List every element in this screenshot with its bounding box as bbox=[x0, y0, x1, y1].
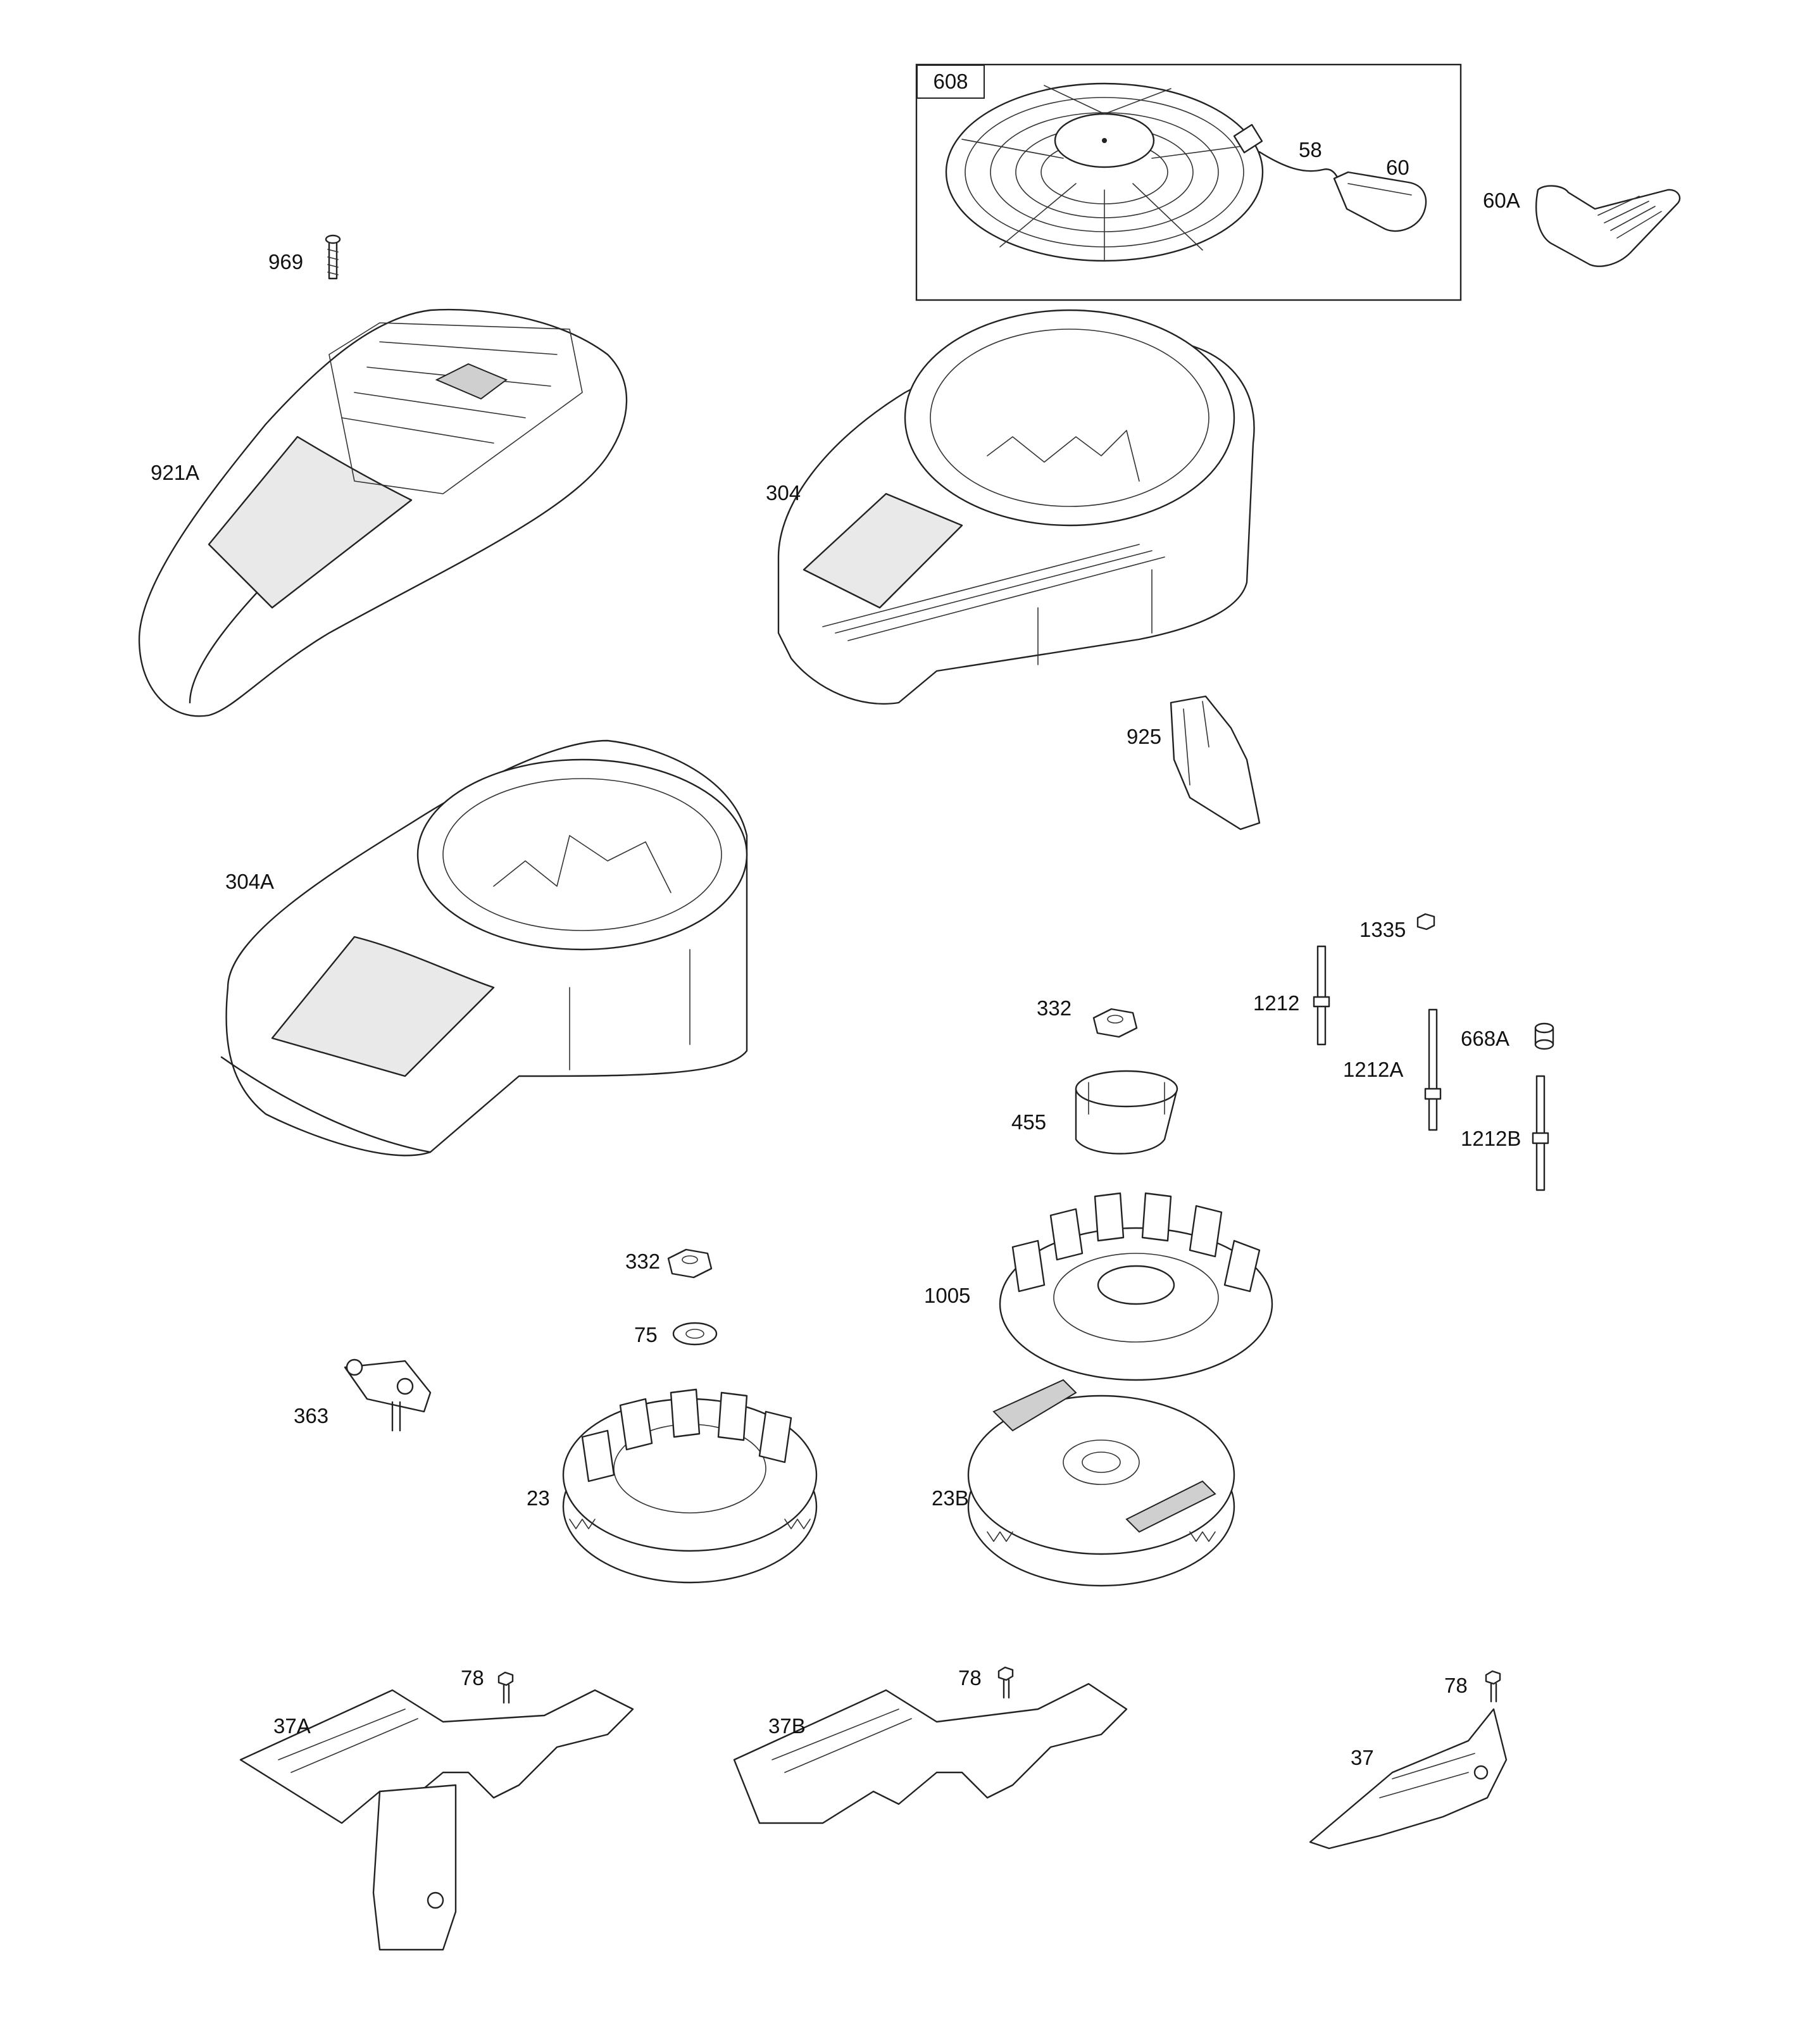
callout-925: 925 bbox=[1127, 725, 1162, 748]
callout-60: 60 bbox=[1386, 156, 1409, 179]
part-23-flywheel bbox=[562, 1388, 818, 1584]
part-60-starter-handle bbox=[1333, 171, 1427, 232]
part-1212B-stud bbox=[1532, 1075, 1549, 1191]
part-37-air-guide bbox=[1309, 1708, 1508, 1850]
callout-23: 23 bbox=[527, 1486, 550, 1510]
callout-1212B: 1212B bbox=[1461, 1127, 1521, 1150]
part-58-starter-rope bbox=[1258, 151, 1342, 185]
callout-969: 969 bbox=[268, 250, 304, 273]
callout-37B: 37B bbox=[768, 1714, 806, 1738]
callout-78-left: 78 bbox=[461, 1666, 484, 1690]
callout-58: 58 bbox=[1299, 138, 1322, 161]
part-78-screw-left bbox=[497, 1671, 514, 1704]
part-332-flywheel-nut-lower bbox=[667, 1248, 713, 1279]
callout-1212: 1212 bbox=[1253, 991, 1300, 1015]
part-23B-flywheel bbox=[967, 1379, 1235, 1587]
part-363-bracket bbox=[344, 1358, 432, 1432]
part-37B-air-guide bbox=[733, 1683, 1128, 1824]
part-925-baffle bbox=[1170, 695, 1261, 831]
part-75-washer bbox=[672, 1322, 718, 1346]
part-304A-blower-housing bbox=[220, 739, 748, 1157]
callout-1335: 1335 bbox=[1359, 918, 1406, 941]
callout-668A: 668A bbox=[1461, 1027, 1510, 1050]
part-1005-fan bbox=[999, 1192, 1273, 1381]
callout-455: 455 bbox=[1011, 1110, 1047, 1134]
callout-78-middle: 78 bbox=[958, 1666, 982, 1690]
part-37A-air-guide bbox=[239, 1689, 634, 1951]
callout-332-lower: 332 bbox=[625, 1250, 661, 1273]
part-921A-blower-cover bbox=[138, 308, 628, 717]
callout-1005: 1005 bbox=[924, 1284, 971, 1307]
part-78-screw-middle bbox=[997, 1666, 1014, 1699]
kit-608-frame bbox=[915, 63, 1462, 301]
part-608-rewind-starter bbox=[945, 82, 1264, 262]
part-1335-nut bbox=[1416, 913, 1435, 931]
kit-608-label: 608 bbox=[916, 65, 985, 99]
callout-37A: 37A bbox=[273, 1714, 311, 1738]
part-1212-stud bbox=[1313, 945, 1330, 1046]
part-332-flywheel-nut-upper bbox=[1092, 1008, 1138, 1038]
part-1212A-stud bbox=[1424, 1008, 1442, 1131]
part-304-blower-housing bbox=[777, 309, 1255, 705]
callout-75: 75 bbox=[634, 1323, 658, 1346]
callout-332-upper: 332 bbox=[1037, 996, 1072, 1020]
callout-363: 363 bbox=[294, 1404, 329, 1427]
part-455-starter-cup bbox=[1075, 1070, 1178, 1155]
callout-921A: 921A bbox=[151, 461, 200, 484]
callout-23B: 23B bbox=[932, 1486, 969, 1510]
part-668A-spacer bbox=[1534, 1022, 1554, 1050]
part-78-screw-right bbox=[1485, 1670, 1501, 1703]
part-60A-starter-handle bbox=[1535, 185, 1681, 267]
callout-304A: 304A bbox=[225, 870, 275, 893]
callout-60A: 60A bbox=[1483, 189, 1520, 212]
callout-1212A: 1212A bbox=[1343, 1058, 1404, 1081]
callout-304: 304 bbox=[766, 481, 801, 505]
part-969-screw bbox=[325, 234, 341, 280]
callout-78-right: 78 bbox=[1444, 1674, 1468, 1697]
callout-37: 37 bbox=[1351, 1746, 1374, 1769]
